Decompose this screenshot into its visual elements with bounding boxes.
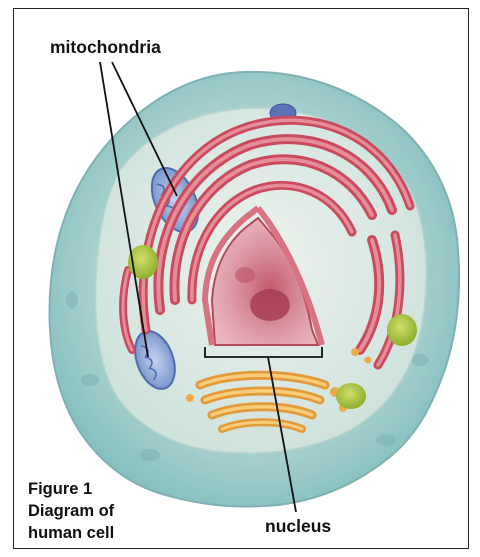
- mitochondria-label: mitochondria: [50, 36, 161, 60]
- caption-line-2: Diagram of: [28, 501, 114, 523]
- vesicle-right: [387, 314, 417, 346]
- nucleus-label: nucleus: [265, 515, 331, 539]
- figure-caption: Figure 1 Diagram of human cell: [28, 479, 114, 544]
- vesicle-lower: [336, 383, 366, 409]
- caption-line-3: human cell: [28, 523, 114, 545]
- nucleolus: [250, 289, 290, 321]
- caption-line-1: Figure 1: [28, 479, 114, 501]
